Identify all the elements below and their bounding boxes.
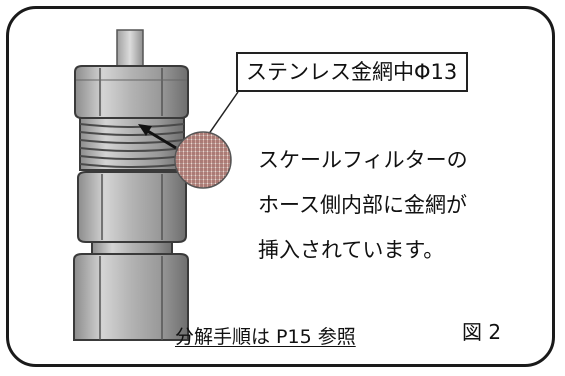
insert-arrow [138,124,177,150]
description-line: スケールフィルターの [258,148,468,172]
figure-frame [6,6,555,367]
collar [91,241,173,255]
bottom-hex-nut [73,253,189,341]
description-line: 挿入されています。 [258,238,445,262]
disassembly-reference-link[interactable]: 分解手順は P15 参照 [175,326,356,348]
top-hex-nut [74,65,189,119]
description-line: ホース側内部に金網が [258,193,467,217]
callout-leader [205,91,239,139]
mesh-disc [174,131,232,189]
description-text: スケールフィルターの ホース側内部に金網が 挿入されています。 [258,138,468,273]
middle-hex-nut [77,171,187,243]
figure-number: 図 2 [462,320,502,344]
mesh-spec-label: ステンレス金網中Φ13 [236,52,468,92]
